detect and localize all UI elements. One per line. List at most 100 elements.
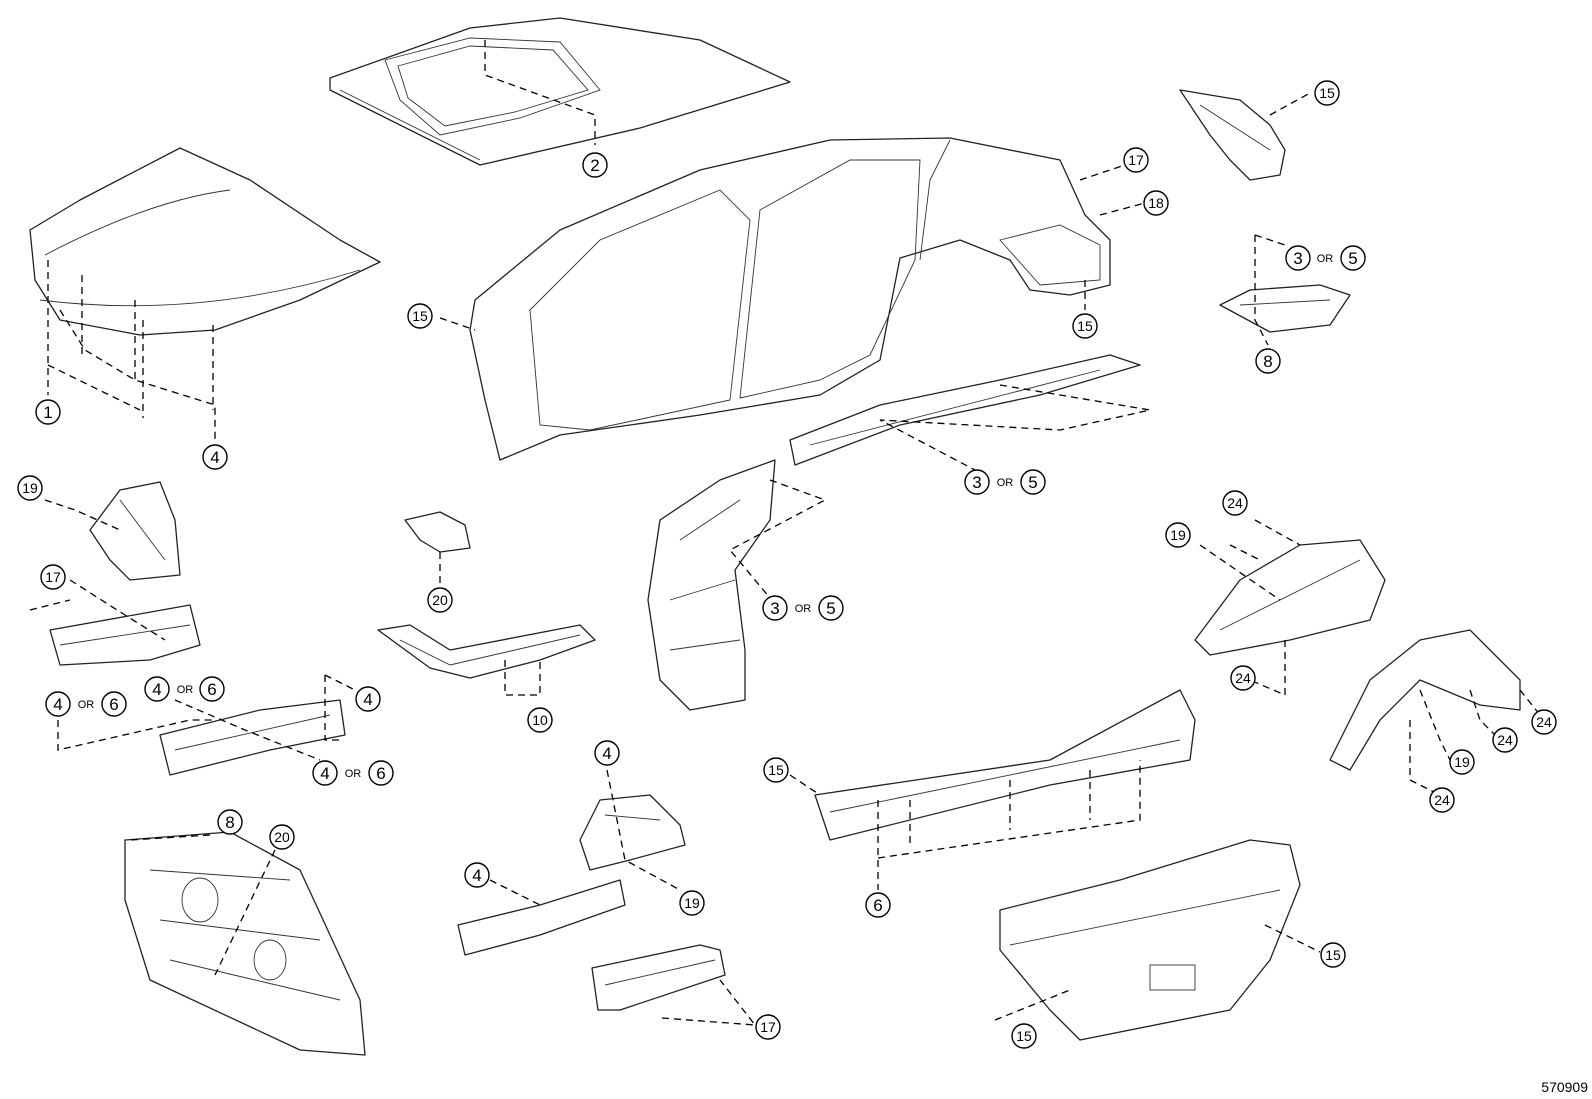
svg-text:15: 15 (768, 762, 784, 778)
callout-4-hood: 4 (202, 444, 228, 470)
trunk-lid (999, 839, 1301, 1041)
floor-side-member (377, 624, 596, 679)
callout-15-rocker: 15 (763, 757, 789, 783)
svg-text:24: 24 (1536, 714, 1552, 730)
svg-text:17: 17 (760, 1019, 776, 1035)
callout-4-or-6-left: 4 OR 6 (45, 691, 127, 717)
svg-text:17: 17 (45, 569, 61, 585)
svg-text:20: 20 (274, 829, 290, 845)
leader-lines (29, 40, 1541, 1026)
front-pillar-inner (647, 459, 776, 711)
quarter-inner-upper (1179, 89, 1286, 181)
callout-1: 1 (35, 399, 61, 425)
svg-text:24: 24 (1434, 792, 1450, 808)
svg-text:15: 15 (1319, 85, 1335, 101)
callout-10: 10 (527, 707, 553, 733)
callout-20-bracket: 20 (427, 587, 453, 613)
svg-text:5: 5 (826, 599, 835, 618)
svg-text:8: 8 (1263, 352, 1272, 371)
callout-8-right: 8 (1255, 348, 1281, 374)
diagram-reference-code: 570909 (1541, 1079, 1588, 1095)
svg-text:5: 5 (1028, 473, 1037, 492)
svg-text:6: 6 (376, 764, 385, 783)
suspension-tower (579, 794, 686, 871)
svg-text:6: 6 (109, 695, 118, 714)
callout-3-or-5-pillar: 3 OR 5 (762, 595, 844, 621)
svg-text:24: 24 (1235, 670, 1251, 686)
callout-2: 2 (582, 152, 608, 178)
svg-text:15: 15 (1077, 318, 1093, 334)
callout-4-or-6-lower: 4 OR 6 (312, 760, 394, 786)
svg-text:15: 15 (1325, 947, 1341, 963)
svg-text:24: 24 (1497, 732, 1513, 748)
roof-panel (329, 17, 791, 166)
svg-text:19: 19 (22, 480, 38, 496)
callout-8-dash: 8 (217, 809, 243, 835)
svg-text:OR: OR (1317, 253, 1334, 265)
svg-text:4: 4 (320, 764, 329, 783)
rear-floor-member (591, 944, 726, 1011)
front-crossmember (457, 879, 626, 956)
svg-text:24: 24 (1227, 495, 1243, 511)
svg-text:19: 19 (1454, 754, 1470, 770)
callout-24-mid: 24 (1230, 665, 1256, 691)
svg-text:8: 8 (225, 813, 234, 832)
callout-17-bottom: 17 (755, 1014, 781, 1040)
svg-text:4: 4 (602, 744, 611, 763)
callout-19-right: 19 (1165, 522, 1191, 548)
callout-20-dash: 20 (269, 824, 295, 850)
svg-text:4: 4 (210, 448, 219, 467)
svg-text:3: 3 (1293, 249, 1302, 268)
svg-text:18: 18 (1148, 195, 1164, 211)
callout-24-top: 24 (1222, 490, 1248, 516)
callout-4-tower: 4 (594, 740, 620, 766)
svg-text:3: 3 (770, 599, 779, 618)
callout-15-pillar: 15 (407, 303, 433, 329)
svg-text:17: 17 (1128, 152, 1144, 168)
svg-text:OR: OR (345, 768, 362, 780)
body-side-outer-panel (469, 137, 1111, 461)
callout-19-left: 19 (17, 475, 43, 501)
roof-side-rail (789, 354, 1141, 466)
svg-text:OR: OR (78, 699, 95, 711)
svg-text:15: 15 (412, 308, 428, 324)
callout-4-crossmember: 4 (464, 862, 490, 888)
callout-19-wheelhouse: 19 (1449, 749, 1475, 775)
callout-17-quarter: 17 (1123, 147, 1149, 173)
callout-4-member: 4 (355, 686, 381, 712)
svg-text:6: 6 (207, 680, 216, 699)
svg-text:4: 4 (152, 680, 161, 699)
svg-text:4: 4 (53, 695, 62, 714)
bracket-small (404, 511, 471, 553)
callout-3-or-5-center: 3 OR 5 (964, 469, 1046, 495)
callout-3-or-5-right: 3 OR 5 (1285, 245, 1366, 271)
callout-19-tower: 19 (679, 890, 705, 916)
callout-24-far-right: 24 (1531, 709, 1557, 735)
callout-4-or-6-mid: 4 OR 6 (144, 676, 225, 702)
svg-text:4: 4 (363, 690, 372, 709)
svg-text:10: 10 (532, 712, 548, 728)
callout-17-left: 17 (40, 564, 66, 590)
svg-text:3: 3 (972, 473, 981, 492)
svg-text:OR: OR (795, 603, 812, 615)
dash-panel (124, 831, 366, 1056)
callout-15-quarter: 15 (1072, 313, 1098, 339)
svg-text:19: 19 (684, 895, 700, 911)
callout-15-top-right: 15 (1314, 80, 1340, 106)
callout-15-trunk-left: 15 (1011, 1023, 1037, 1049)
svg-text:5: 5 (1348, 249, 1357, 268)
svg-text:20: 20 (432, 592, 448, 608)
front-side-member (49, 604, 201, 666)
svg-text:OR: OR (177, 684, 194, 696)
svg-text:15: 15 (1016, 1028, 1032, 1044)
callout-24-right: 24 (1492, 727, 1518, 753)
svg-text:4: 4 (472, 866, 481, 885)
front-apron-upper (89, 481, 181, 581)
rear-floor-extension (1219, 284, 1351, 333)
svg-text:2: 2 (590, 156, 599, 175)
rear-wheelhouse-outer (1329, 629, 1521, 771)
rear-wheelhouse-inner (1194, 539, 1386, 656)
hood-panel (29, 147, 381, 336)
svg-text:19: 19 (1170, 527, 1186, 543)
